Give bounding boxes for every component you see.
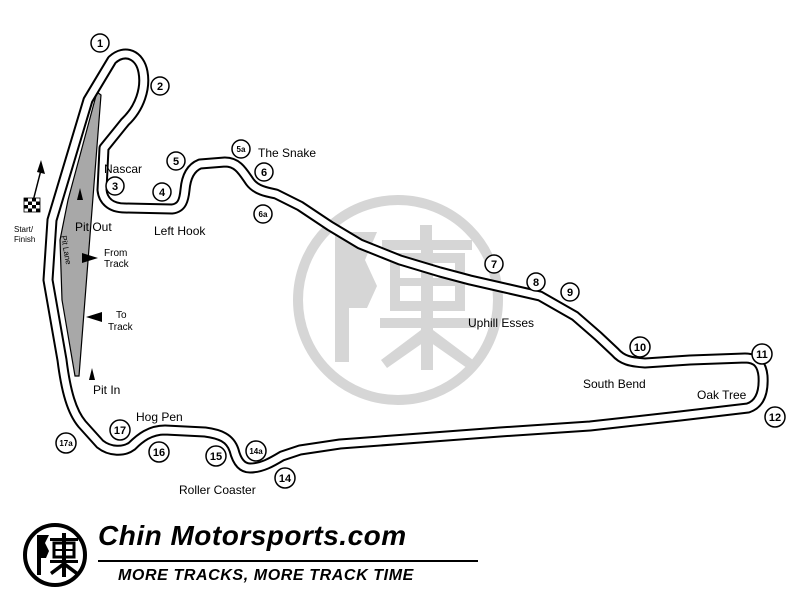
turn-number: 14a — [249, 447, 263, 456]
turn-number: 12 — [769, 412, 781, 424]
watermark-logo — [293, 195, 503, 405]
turn-marker-14a: 14a — [245, 440, 267, 462]
turn-number: 14 — [279, 473, 292, 485]
from-track-label-line2: Track — [104, 259, 130, 270]
turn-marker-1: 1 — [90, 33, 110, 53]
turn-marker-6: 6 — [254, 162, 274, 182]
turn-number: 2 — [157, 81, 163, 93]
turn-marker-12: 12 — [764, 406, 786, 428]
to-track-label-line2: Track — [108, 322, 134, 333]
pit-out-arrow-icon — [77, 188, 83, 200]
turn-number: 17a — [59, 439, 73, 448]
corner-nascar: Nascar — [104, 162, 142, 176]
turn-marker-2: 2 — [150, 76, 170, 96]
corner-hog-pen: Hog Pen — [136, 410, 183, 424]
turn-marker-16: 16 — [148, 441, 170, 463]
turn-number: 6 — [261, 167, 267, 179]
checkered-flag-icon — [23, 197, 41, 213]
turn-marker-14: 14 — [274, 467, 296, 489]
turn-marker-4: 4 — [152, 182, 172, 202]
corner-the-snake: The Snake — [258, 146, 316, 160]
turn-marker-15: 15 — [205, 445, 227, 467]
start-finish-label-line1: Start/ — [14, 225, 34, 234]
turn-number: 8 — [533, 277, 539, 289]
turn-number: 17 — [114, 425, 126, 437]
turn-number: 15 — [210, 451, 222, 463]
turn-marker-5: 5 — [166, 151, 186, 171]
corner-uphill-esses: Uphill Esses — [468, 316, 534, 330]
turn-markers: 1 2 3 4 5 5a 6 6a 7 8 9 10 11 12 14 14a … — [55, 33, 786, 489]
turn-marker-17: 17 — [109, 419, 131, 441]
turn-marker-3: 3 — [105, 176, 125, 196]
turn-number: 16 — [153, 447, 165, 459]
brand-tagline: MORE TRACKS, MORE TRACK TIME — [118, 567, 414, 584]
turn-marker-9: 9 — [560, 282, 580, 302]
turn-number: 7 — [491, 259, 497, 271]
pit-lane — [59, 90, 102, 377]
corner-left-hook: Left Hook — [154, 224, 206, 238]
turn-marker-17a: 17a — [55, 432, 77, 454]
turn-marker-10: 10 — [629, 336, 651, 358]
brand-logo-icon — [23, 523, 87, 587]
pit-out-label: Pit Out — [75, 220, 112, 234]
turn-number: 6a — [259, 210, 268, 219]
pit-in-arrow-icon — [89, 368, 95, 380]
turn-number: 5a — [237, 145, 246, 154]
track-surface — [44, 50, 767, 472]
to-track-arrow-icon — [86, 312, 102, 322]
turn-marker-8: 8 — [526, 272, 546, 292]
turn-number: 3 — [112, 181, 118, 193]
brand-name: Chin Motorsports.com — [98, 520, 407, 551]
brand-divider — [98, 560, 478, 562]
corner-oak-tree: Oak Tree — [697, 388, 747, 402]
turn-marker-7: 7 — [484, 254, 504, 274]
turn-number: 11 — [756, 349, 768, 361]
turn-number: 9 — [567, 287, 573, 299]
from-track-label-line1: From — [104, 248, 127, 259]
pit-in-label: Pit In — [93, 383, 120, 397]
to-track-label-line1: To — [116, 310, 127, 321]
from-track-arrow-icon — [82, 253, 98, 263]
corner-roller-coaster: Roller Coaster — [179, 483, 256, 497]
turn-number: 10 — [634, 342, 646, 354]
start-finish-label-line2: Finish — [14, 235, 35, 244]
corner-south-bend: South Bend — [583, 377, 646, 391]
turn-marker-6a: 6a — [253, 204, 273, 224]
turn-number: 5 — [173, 156, 179, 168]
turn-marker-11: 11 — [751, 343, 773, 365]
turn-marker-5a: 5a — [231, 139, 251, 159]
start-finish-marker: Start/ Finish — [14, 160, 45, 244]
turn-number: 1 — [97, 38, 103, 50]
turn-number: 4 — [159, 187, 166, 199]
